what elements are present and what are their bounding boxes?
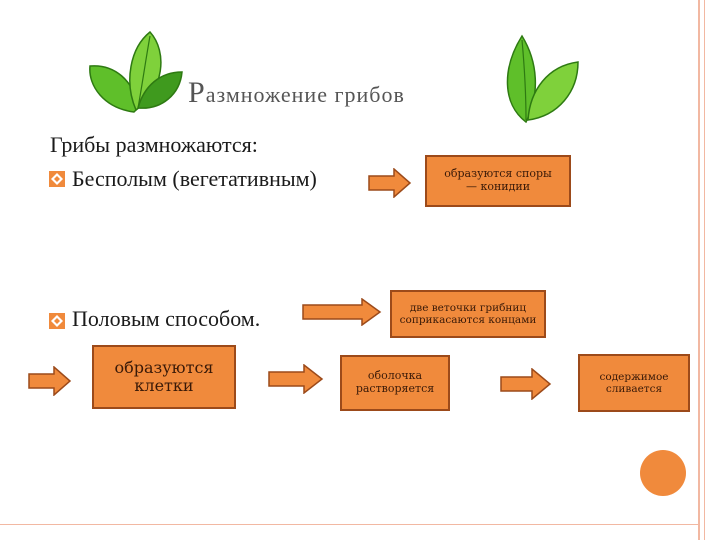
cells-line2: клетки: [134, 376, 194, 395]
spores-line2: — конидии: [465, 180, 531, 193]
cells-line1: образуются: [114, 357, 214, 377]
title-rest: азмножение грибов: [205, 82, 405, 107]
content-box: содержимое сливается: [578, 354, 690, 412]
right-arrow-icon-4: [268, 364, 324, 394]
frame-line-right-2: [704, 0, 705, 540]
shell-box: оболочка растворяется: [340, 355, 450, 411]
content-line1: содержимое: [599, 370, 669, 383]
shell-line2: растворяется: [355, 382, 435, 395]
right-arrow-icon-5: [500, 368, 552, 400]
diamond-bullet-icon-2: [49, 313, 65, 329]
branches-line2: соприкасаются концами: [399, 314, 537, 326]
content-line2: сливается: [605, 383, 663, 395]
branches-line1: две веточки грибниц: [409, 301, 527, 314]
cells-box: образуются клетки: [92, 345, 236, 409]
branches-box: две веточки грибниц соприкасаются концам…: [390, 290, 546, 338]
frame-line-bottom: [0, 524, 700, 525]
intro-text: Грибы размножаются:: [50, 132, 258, 157]
right-arrow-icon-2: [302, 298, 382, 326]
bullet-asexual: Бесполым (вегетативным): [72, 166, 317, 191]
frame-line-right-1: [698, 0, 700, 540]
shell-line1: оболочка: [367, 369, 423, 383]
bullet-sexual: Половым способом.: [72, 306, 261, 331]
slide-title: Размножение грибов: [188, 76, 405, 110]
diamond-bullet-icon: [49, 171, 65, 187]
green-leaves-icon: [89, 30, 183, 113]
decorative-circle: [640, 450, 686, 496]
right-arrow-icon-3: [28, 366, 72, 396]
title-capital: Р: [188, 76, 206, 109]
green-leaves-icon-right: [506, 34, 579, 124]
spores-box: образуются споры — конидии: [425, 155, 571, 207]
spores-line1: образуются споры: [444, 167, 552, 181]
right-arrow-icon: [368, 168, 412, 198]
